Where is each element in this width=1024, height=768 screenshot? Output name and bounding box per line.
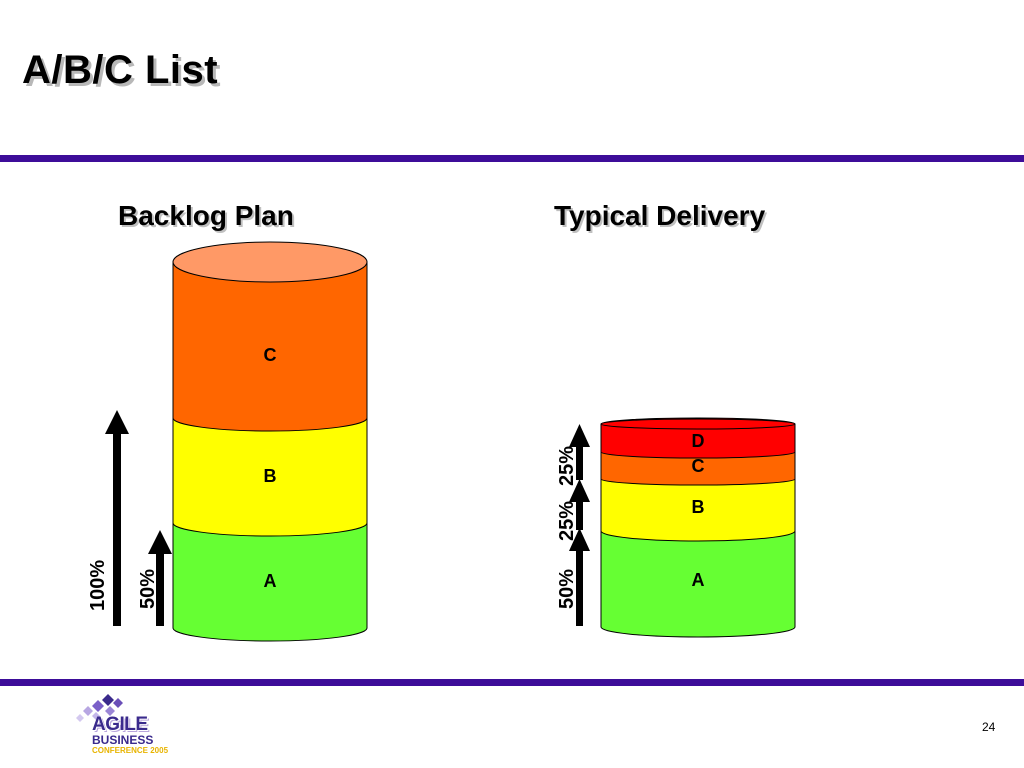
delivery-arrow-25-upper-label: 25% xyxy=(556,446,578,486)
backlog-label-c: C xyxy=(264,345,277,365)
delivery-cylinder-top xyxy=(600,418,796,430)
delivery-label-d: D xyxy=(692,431,705,451)
delivery-arrow-25-lower-label: 25% xyxy=(556,501,578,541)
backlog-arrow-50-label: 50% xyxy=(137,569,159,609)
agile-business-conference-logo: AGILE BUSINESS CONFERENCE 2005 xyxy=(70,692,190,760)
typical-delivery-heading: Typical Delivery xyxy=(554,200,766,231)
diamond-cluster-icon xyxy=(76,694,123,722)
backlog-arrow-100 xyxy=(105,410,129,626)
backlog-cylinder: C B A xyxy=(172,241,368,642)
delivery-arrow-50-label: 50% xyxy=(556,569,578,609)
logo-agile-text: AGILE xyxy=(92,714,148,735)
delivery-arrow-50 xyxy=(569,528,590,626)
backlog-cylinder-top xyxy=(172,241,368,283)
delivery-label-a: A xyxy=(692,570,705,590)
delivery-label-b: B xyxy=(692,497,705,517)
slide-title: A/B/C List xyxy=(22,48,219,92)
delivery-arrow-25-upper xyxy=(569,424,590,480)
backlog-plan-heading: Backlog Plan xyxy=(118,200,294,231)
top-divider xyxy=(0,155,1024,162)
delivery-label-c: C xyxy=(692,456,705,476)
backlog-label-b: B xyxy=(264,466,277,486)
backlog-arrow-50 xyxy=(148,530,172,626)
backlog-arrow-100-label: 100% xyxy=(87,560,109,611)
delivery-arrow-25-lower xyxy=(569,479,590,530)
logo-conference-text: CONFERENCE 2005 xyxy=(92,746,169,755)
backlog-label-a: A xyxy=(264,571,277,591)
logo-business-text: BUSINESS xyxy=(92,733,154,747)
page-number: 24 xyxy=(982,720,996,734)
delivery-cylinder: D C B A xyxy=(600,417,796,638)
bottom-divider xyxy=(0,679,1024,686)
